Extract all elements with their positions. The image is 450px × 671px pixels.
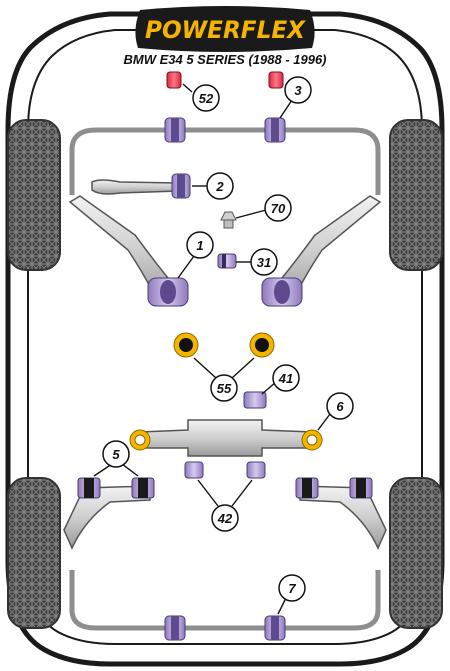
radius-arm — [91, 179, 179, 195]
logo-text: POWERFLEX — [145, 16, 306, 44]
logo-badge — [135, 6, 315, 52]
bush-5-right-a — [295, 477, 319, 499]
callout-2: 2 — [206, 172, 234, 200]
callout-55: 55 — [210, 374, 238, 402]
bush-7-right — [264, 615, 286, 641]
svg-text:6: 6 — [336, 399, 344, 414]
svg-text:70: 70 — [271, 201, 286, 216]
svg-text:55: 55 — [217, 381, 232, 396]
bush-55-left — [173, 332, 199, 358]
bush-6-left — [129, 429, 151, 451]
bush-55-right — [249, 332, 275, 358]
svg-text:31: 31 — [257, 255, 271, 270]
bush-31 — [217, 253, 237, 269]
bush-6-right — [301, 429, 323, 451]
svg-text:5: 5 — [112, 447, 120, 462]
svg-text:52: 52 — [199, 91, 214, 106]
svg-text:42: 42 — [217, 511, 233, 526]
bush-5-left-b — [131, 477, 155, 499]
bush-3-left — [164, 117, 186, 143]
svg-text:1: 1 — [196, 238, 203, 253]
model-title: BMW E34 5 SERIES (1988 - 1996) — [123, 52, 326, 67]
callout-7: 7 — [278, 574, 306, 602]
wheel-front-right — [389, 119, 443, 271]
callout-1: 1 — [186, 231, 214, 259]
callout-70: 70 — [264, 194, 292, 222]
bush-7-left — [164, 615, 186, 641]
rear-anti-roll-bar — [69, 570, 381, 631]
svg-text:2: 2 — [215, 179, 224, 194]
front-anti-roll-bar — [69, 127, 381, 195]
bush-2 — [171, 173, 191, 199]
bush-42-left — [184, 461, 204, 479]
wheel-rear-left — [7, 477, 61, 629]
bush-1-right — [261, 277, 303, 307]
wheel-rear-right — [389, 477, 443, 629]
bush-52-left — [166, 71, 182, 89]
rear-subframe — [139, 419, 313, 457]
bush-5-right-b — [349, 477, 373, 499]
bush-42-right — [246, 461, 266, 479]
wheel-front-left — [7, 119, 61, 271]
svg-text:3: 3 — [294, 83, 302, 98]
callout-3: 3 — [284, 76, 312, 104]
callout-41: 41 — [272, 364, 300, 392]
callout-31: 31 — [250, 248, 278, 276]
svg-text:41: 41 — [278, 371, 293, 386]
bush-5-left-a — [77, 477, 101, 499]
bush-52-right — [268, 71, 284, 89]
callout-52: 52 — [192, 84, 220, 112]
bush-70 — [220, 211, 237, 229]
svg-text:7: 7 — [288, 581, 296, 596]
callout-42: 42 — [211, 504, 239, 532]
callout-6: 6 — [326, 392, 354, 420]
bush-1-left — [147, 277, 189, 307]
callout-5: 5 — [102, 440, 130, 468]
car-body-inner-outline — [27, 29, 423, 645]
bush-3-right — [264, 117, 286, 143]
bush-41 — [243, 391, 267, 409]
leader-lines — [93, 83, 331, 615]
car-body-outline — [5, 11, 445, 667]
